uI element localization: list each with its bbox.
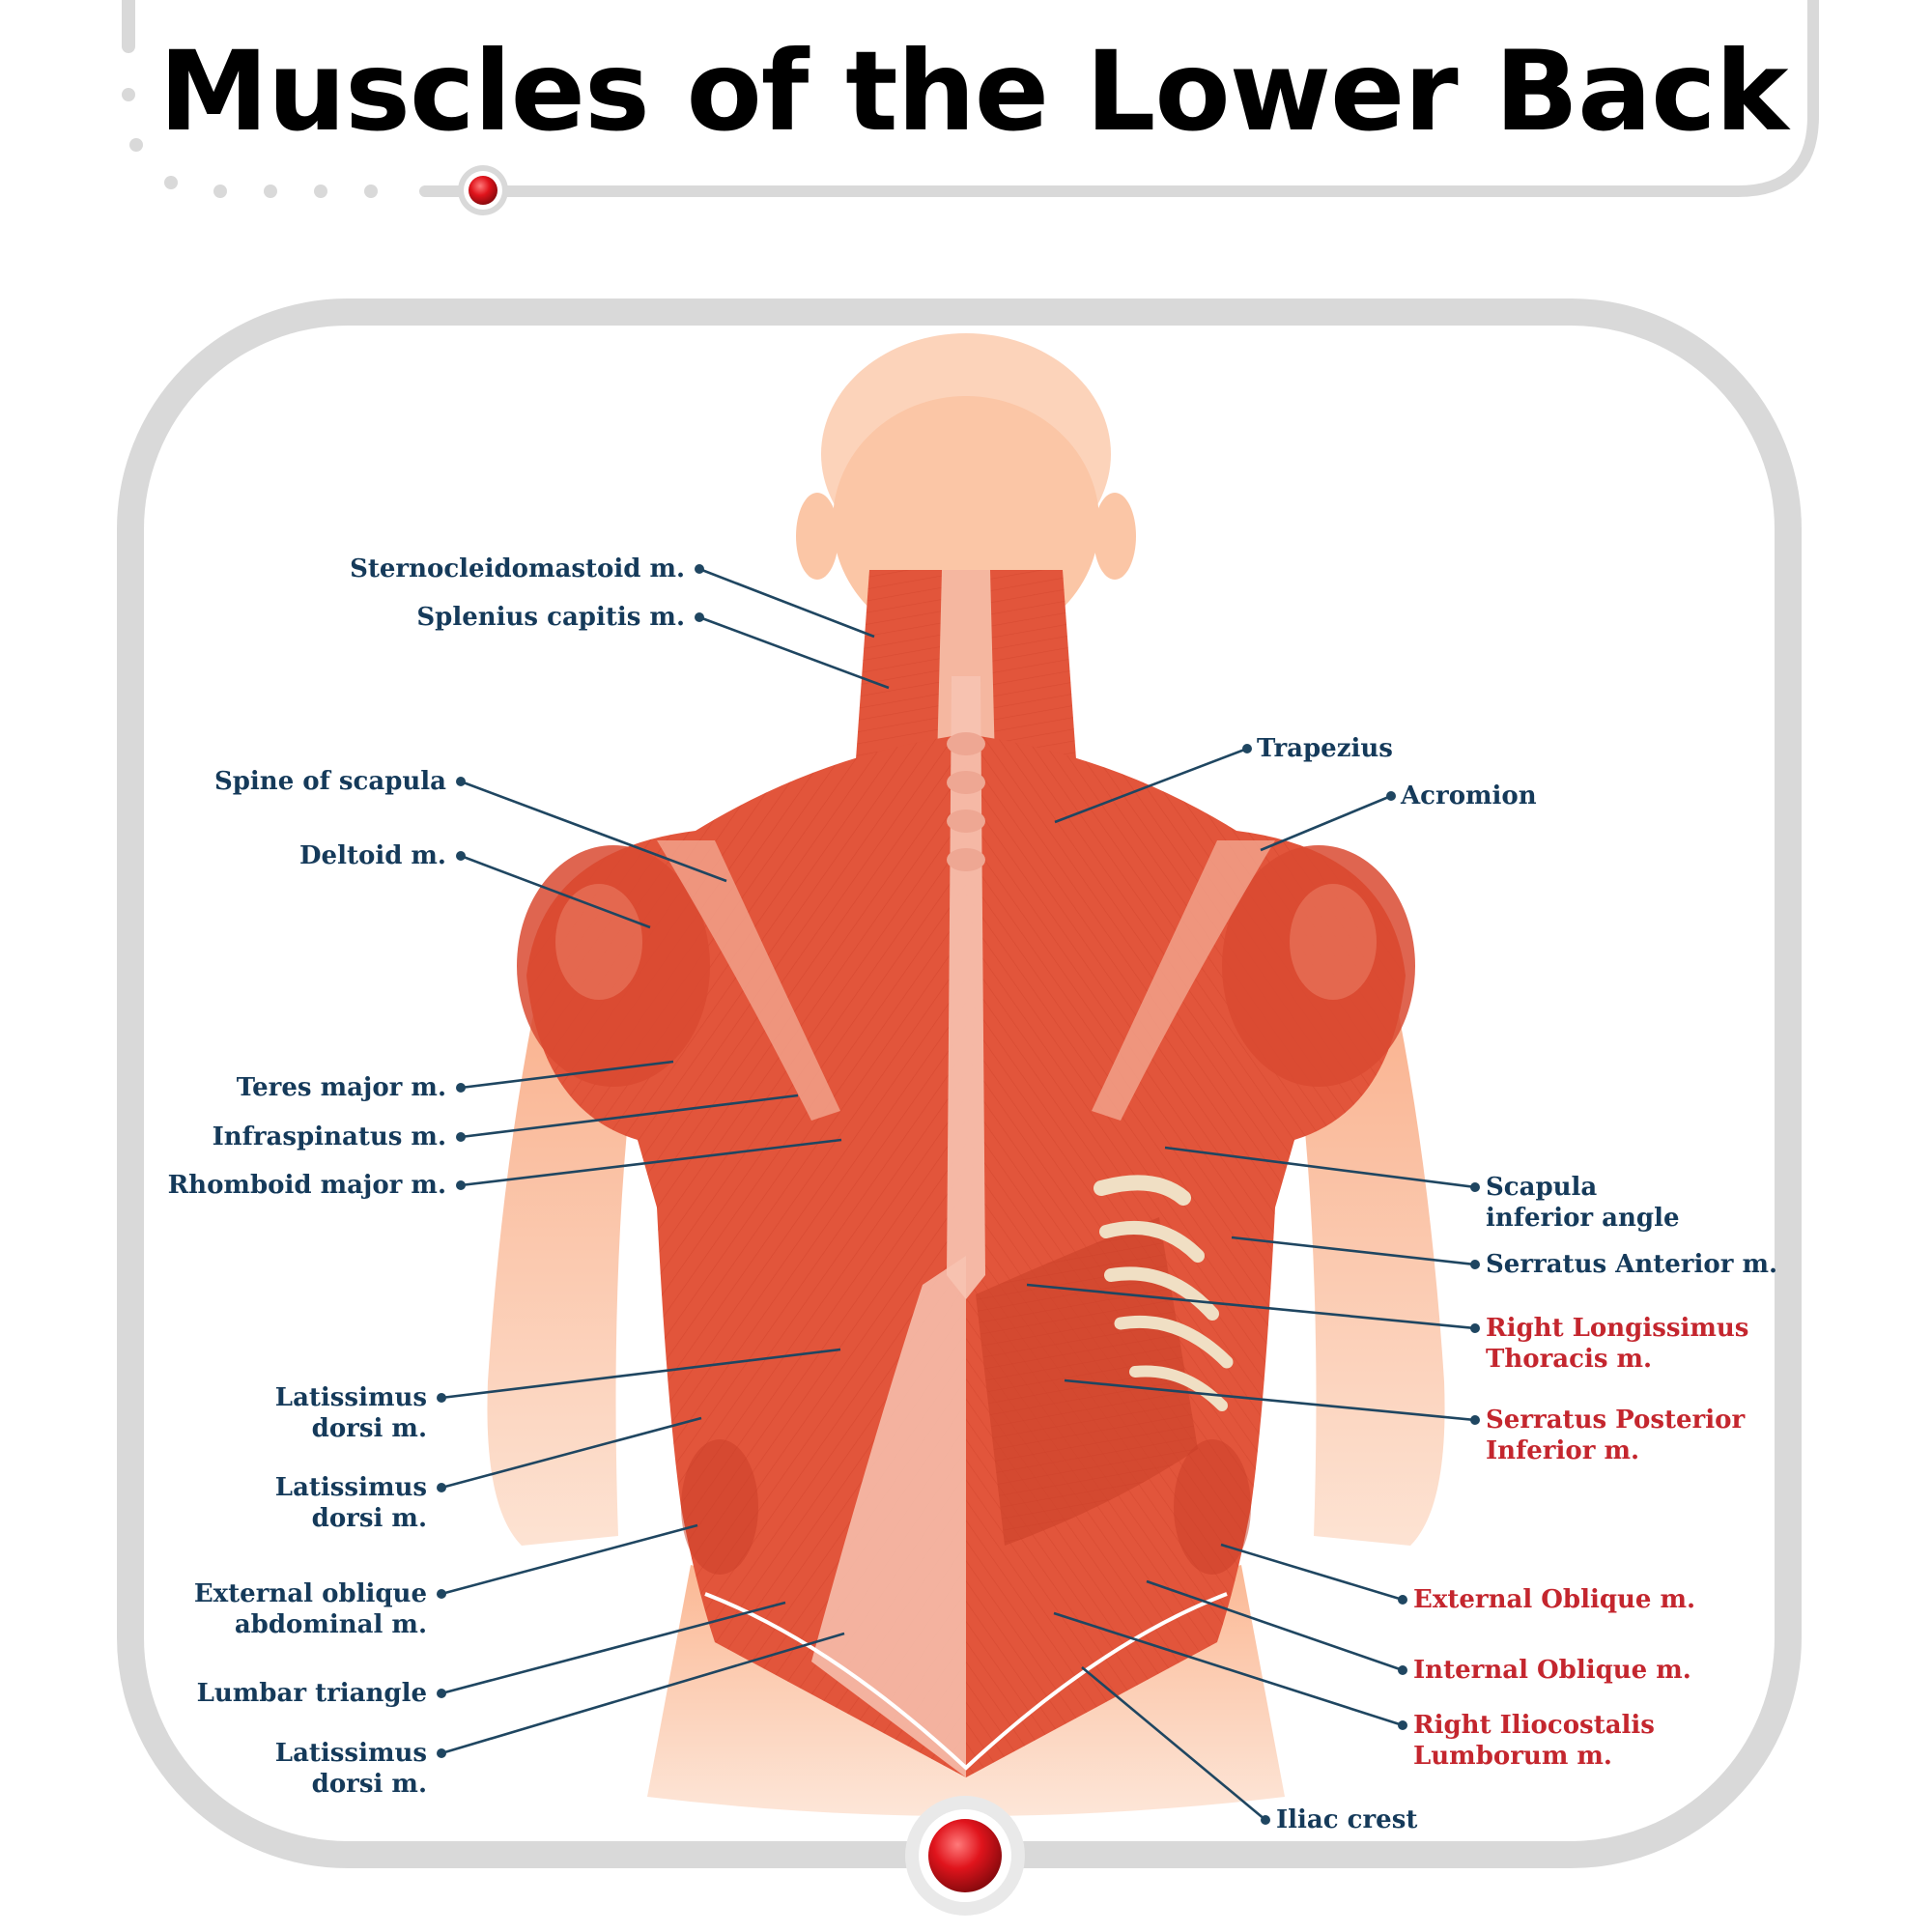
label-internal-oblique: Internal Oblique m. [1413,1656,1691,1685]
label-infraspinatus: Infraspinatus m. [212,1122,446,1151]
bottom-accent [905,1796,1025,1916]
leader-lines-left [437,564,890,1758]
label-lumbar-triangle: Lumbar triangle [196,1679,427,1708]
label-iliac-crest: Iliac crest [1276,1805,1418,1834]
label-external-oblique: External Oblique m. [1413,1585,1696,1614]
header-frame [122,0,1819,215]
label-trapezius: Trapezius [1257,734,1393,763]
label-teres-major: Teres major m. [236,1073,446,1102]
label-serratus-anterior: Serratus Anterior m. [1486,1250,1778,1279]
label-deltoid: Deltoid m. [299,841,446,870]
leader-lines-right [1026,744,1480,1825]
label-acromion: Acromion [1401,781,1537,810]
label-sternocleidomastoid: Sternocleidomastoid m. [350,554,685,583]
label-splenius-capitis: Splenius capitis m. [416,603,685,632]
label-spine-of-scapula: Spine of scapula [213,767,446,796]
back-figure [487,333,1445,1816]
page-title: Muscles of the Lower Back [158,27,1789,156]
label-rhomboid-major: Rhomboid major m. [167,1171,446,1200]
